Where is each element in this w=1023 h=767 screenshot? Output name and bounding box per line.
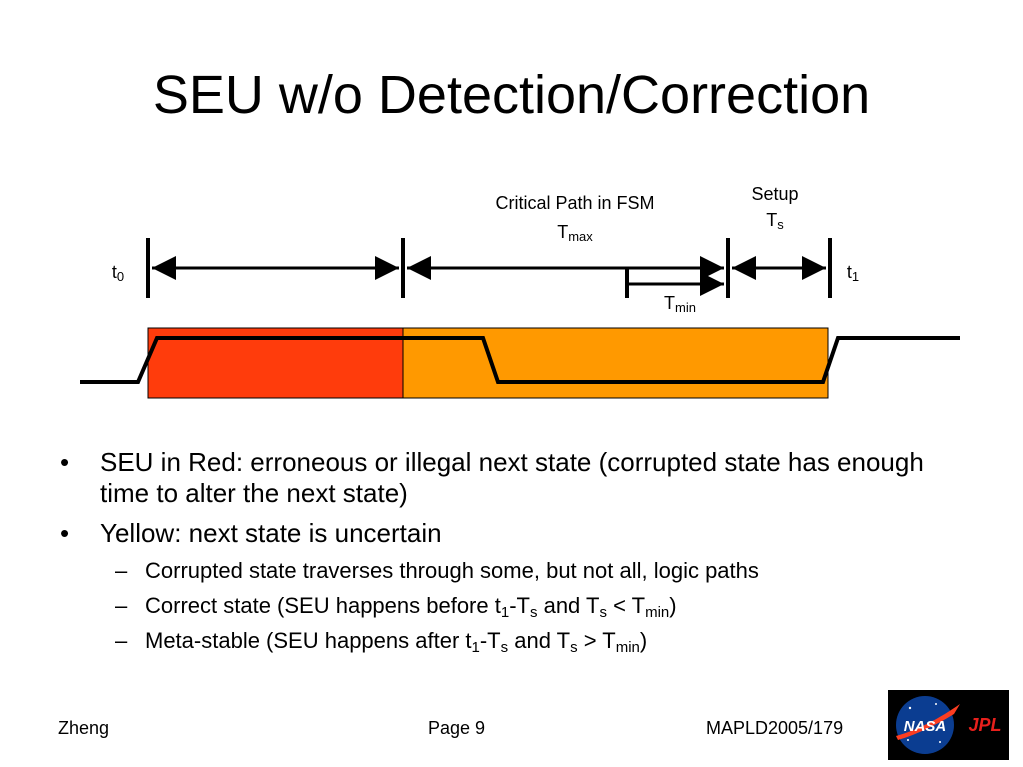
sub-bullet-mark: –	[115, 593, 128, 618]
signal-waveform-main	[80, 336, 960, 384]
ts-label: Ts	[766, 210, 784, 232]
footer-page-number: Page 9	[428, 718, 486, 738]
sub-bullet-corrupted-state: – Corrupted state traverses through some…	[60, 558, 940, 584]
bullet-mark: •	[60, 447, 70, 477]
footer-conference-id: MAPLD2005/179	[706, 718, 844, 738]
t0-label: t0	[111, 262, 125, 284]
svg-text:JPL: JPL	[968, 715, 1001, 735]
bullet-seu-red: • SEU in Red: erroneous or illegal next …	[60, 447, 940, 509]
nasa-meatball-icon: NASA JPL	[896, 696, 1002, 754]
nasa-jpl-logo: NASA JPL	[888, 690, 1009, 760]
critical-path-label: Critical Path in FSM	[495, 193, 655, 213]
sub-bullet-meta-stable: – Meta-stable (SEU happens after t1-Ts a…	[60, 628, 940, 656]
t1-label: t1	[846, 262, 860, 284]
svg-text:NASA: NASA	[904, 718, 947, 735]
bullet-list: • SEU in Red: erroneous or illegal next …	[60, 447, 940, 663]
bullet-mark: •	[60, 518, 70, 548]
sub-bullet-text: Meta-stable (SEU happens after t1-Ts and…	[145, 628, 648, 656]
footer-author: Zheng	[58, 718, 110, 738]
bullet-text: Yellow: next state is uncertain	[100, 518, 442, 548]
bullet-text: SEU in Red: erroneous or illegal next st…	[100, 447, 924, 508]
tmin-label: Tmin	[664, 293, 696, 315]
sub-bullet-mark: –	[115, 558, 128, 583]
sub-bullet-text: Correct state (SEU happens before t1-Ts …	[145, 593, 677, 621]
sub-bullet-text: Corrupted state traverses through some, …	[145, 558, 759, 583]
tmax-label: Tmax	[557, 222, 593, 244]
sub-bullet-correct-state: – Correct state (SEU happens before t1-T…	[60, 593, 940, 621]
sub-bullet-mark: –	[115, 628, 128, 653]
uncertain-yellow-region	[402, 327, 829, 399]
setup-label: Setup	[751, 184, 799, 204]
bullet-yellow: • Yellow: next state is uncertain	[60, 518, 940, 549]
slide-title: SEU w/o Detection/Correction	[152, 65, 871, 125]
